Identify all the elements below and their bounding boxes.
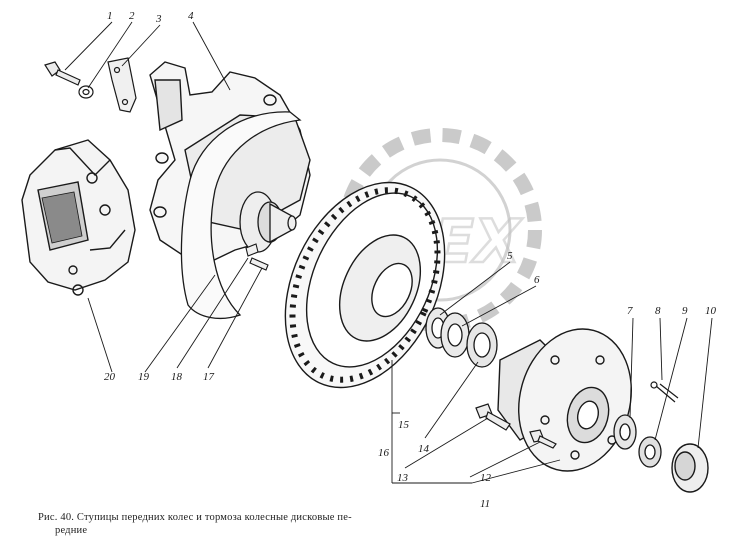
leader-lines — [64, 21, 713, 484]
cotter-pin-8 — [650, 381, 679, 403]
callout-16: 16 — [378, 447, 390, 459]
callout-10: 10 — [705, 305, 717, 317]
callout-8: 8 — [655, 305, 661, 317]
caption-line-1: Рис. 40. Ступицы передних колес и тормоз… — [38, 512, 352, 523]
bolts-17-18 — [245, 243, 269, 271]
callout-17: 17 — [203, 371, 215, 383]
callout-2: 2 — [129, 10, 135, 22]
stud-12 — [529, 429, 557, 449]
hub-spindle — [239, 191, 297, 253]
dust-shield-19 — [180, 111, 302, 319]
callout-11: 11 — [480, 498, 490, 510]
callout-18: 18 — [171, 371, 183, 383]
callout-1: 1 — [107, 10, 113, 22]
figure-caption: Рис. 40. Ступицы передних колес и тормоз… — [38, 511, 398, 537]
wheel-hub-11 — [497, 328, 632, 472]
wheel-stud-13 — [475, 403, 511, 431]
caliper — [21, 139, 136, 296]
callout-6: 6 — [534, 274, 540, 286]
seal-14 — [466, 322, 498, 368]
callout-5: 5 — [507, 250, 513, 262]
callout-12: 12 — [480, 472, 492, 484]
callout-7: 7 — [627, 305, 633, 317]
caption-line-2: редние — [55, 525, 88, 536]
bolt-1 — [44, 61, 81, 86]
callout-14: 14 — [418, 443, 430, 455]
brake-disc-15 — [284, 181, 446, 389]
callout-19: 19 — [138, 371, 150, 383]
callout-13: 13 — [397, 472, 409, 484]
hub-cap-10 — [671, 443, 709, 493]
callout-4: 4 — [188, 10, 194, 22]
callout-9: 9 — [682, 305, 688, 317]
bearing-5-6 — [425, 307, 470, 358]
lock-plate-3 — [107, 57, 137, 113]
castle-nut-9 — [638, 436, 662, 468]
outer-bearing-7 — [613, 414, 637, 450]
callout-20: 20 — [104, 371, 116, 383]
callout-3: 3 — [155, 13, 162, 25]
callout-numbers: 1 2 3 4 5 6 7 8 9 10 11 12 13 14 15 16 1… — [104, 10, 717, 510]
callout-15: 15 — [398, 419, 410, 431]
washer-2 — [78, 85, 94, 99]
